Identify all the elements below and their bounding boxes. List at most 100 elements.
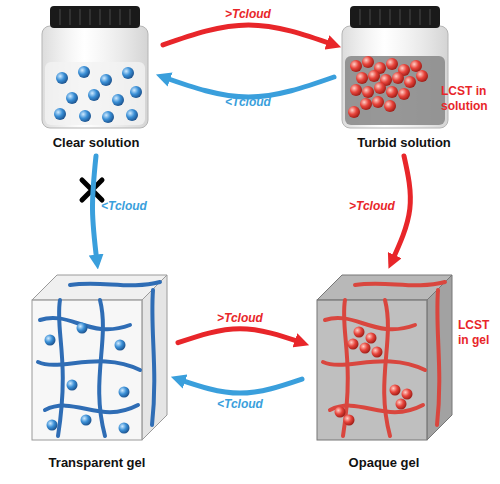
polymer-sphere: [115, 340, 126, 351]
polymer-sphere: [396, 399, 407, 410]
polymer-sphere: [410, 60, 422, 72]
phase-note: LCST in solution: [441, 84, 499, 114]
illustrated-state: Transparent gel: [22, 268, 172, 470]
temperature-label: >Tcloud: [217, 311, 263, 325]
jar-lid: [50, 6, 140, 28]
polymer-sphere: [78, 66, 90, 78]
state-label: Transparent gel: [2, 455, 192, 470]
polymer-sphere: [79, 110, 91, 122]
jar-lid: [350, 6, 440, 28]
network-strand: [323, 361, 425, 370]
turbid-liquid: [345, 56, 445, 125]
polymer-sphere: [102, 111, 114, 123]
state-label: Clear solution: [15, 135, 177, 150]
gel-transparent: [32, 275, 167, 440]
polymer-sphere: [335, 407, 346, 418]
polymer-sphere: [402, 389, 413, 400]
polymer-sphere: [119, 387, 130, 398]
polymer-sphere: [348, 106, 360, 118]
state-label: Turbid solution: [320, 135, 488, 150]
clear-liquid: [45, 62, 145, 125]
lid-grooves: [60, 9, 130, 25]
cube-front: [317, 300, 427, 440]
jar-body: [42, 26, 148, 128]
polymer-sphere: [66, 92, 78, 104]
polymer-sphere: [354, 327, 365, 338]
polymer-sphere: [348, 339, 359, 350]
polymer-sphere: [356, 72, 368, 84]
illustrated-state: Turbid solution: [340, 4, 468, 150]
transition-arrow: [163, 77, 334, 97]
network-strand: [152, 290, 154, 425]
network-strand: [437, 290, 439, 425]
lid-grooves: [360, 9, 430, 25]
network-strand: [58, 300, 63, 436]
jar-body: [342, 26, 448, 128]
cube-side: [427, 275, 452, 440]
polymer-network: [38, 282, 160, 436]
polymer-sphere: [126, 109, 138, 121]
polymer-sphere: [362, 86, 374, 98]
polymer-sphere: [386, 86, 398, 98]
polymer-sphere: [344, 415, 355, 426]
network-strand: [325, 318, 415, 329]
transition-arrow: [92, 156, 97, 262]
phase-note: LCST in gel: [458, 318, 500, 348]
polymer-sphere: [122, 67, 134, 79]
temperature-label: >Tcloud: [349, 199, 395, 213]
blocked-mark: [82, 180, 102, 200]
polymer-sphere: [47, 420, 58, 431]
temperature-label: <Tcloud: [225, 95, 271, 109]
polymer-sphere: [390, 385, 401, 396]
temperature-label: <Tcloud: [217, 397, 263, 411]
network-strand: [45, 405, 138, 412]
polymer-sphere: [374, 82, 386, 94]
gel-opaque: [317, 275, 452, 440]
polymer-sphere: [67, 380, 78, 391]
transition-arrow: [163, 25, 334, 45]
polymer-sphere: [77, 323, 88, 334]
polymer-sphere: [81, 415, 92, 426]
polymer-sphere: [384, 100, 396, 112]
network-strand: [384, 300, 390, 436]
polymer-sphere: [372, 96, 384, 108]
network-strand: [355, 282, 445, 285]
polymer-sphere: [398, 88, 410, 100]
polymer-sphere: [368, 70, 380, 82]
temperature-label: >Tcloud: [225, 7, 271, 21]
transition-arrow: [178, 329, 302, 343]
polymer-sphere: [119, 423, 130, 434]
state-label: Opaque gel: [288, 455, 480, 470]
polymer-sphere: [404, 76, 416, 88]
polymer-network: [323, 282, 445, 436]
polymer-sphere: [362, 56, 374, 68]
polymer-sphere: [416, 70, 428, 82]
temperature-label: <Tcloud: [101, 199, 147, 213]
polymer-sphere: [112, 94, 124, 106]
jar-turbid: [342, 6, 448, 128]
polymer-sphere: [350, 60, 362, 72]
illustrated-state: Opaque gel: [308, 268, 460, 470]
polymer-sphere: [56, 72, 68, 84]
polymer-sphere: [360, 343, 371, 354]
polymer-sphere: [372, 347, 383, 358]
polymer-sphere: [350, 84, 362, 96]
polymer-sphere: [45, 335, 56, 346]
network-strand: [38, 361, 140, 370]
polymer-sphere: [54, 108, 66, 120]
illustrated-state: Clear solution: [35, 4, 157, 150]
jar-clear: [42, 6, 148, 128]
polymer-sphere: [360, 98, 372, 110]
cube-front: [32, 300, 142, 440]
polymer-sphere: [386, 58, 398, 70]
network-strand: [70, 282, 160, 285]
network-strand: [99, 300, 105, 436]
polymer-sphere: [100, 74, 112, 86]
cube-side: [142, 275, 167, 440]
polymer-sphere: [392, 72, 404, 84]
transition-arrow: [178, 379, 302, 393]
polymer-sphere: [130, 86, 142, 98]
